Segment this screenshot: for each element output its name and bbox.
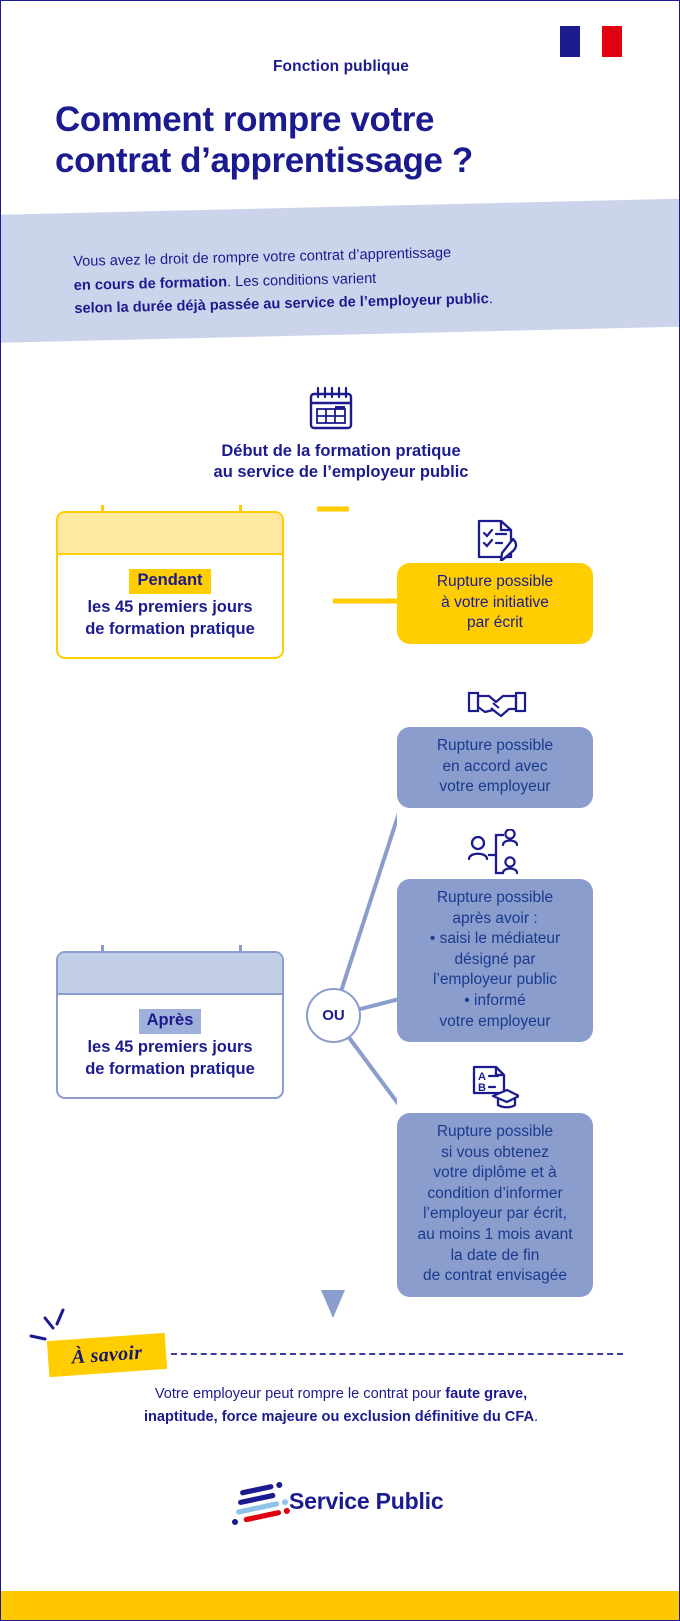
outcome-box-diplome: Rupture possible si vous obtenez votre d… [397, 1113, 593, 1297]
intro-line-2-bold: en cours de formation [73, 274, 228, 294]
outcome-line: après avoir : [452, 909, 538, 927]
outcome-line: si vous obtenez [441, 1143, 549, 1161]
outcome-box-accord: Rupture possible en accord avec votre em… [397, 727, 593, 808]
marianne-french-republic-logo [560, 26, 622, 57]
bullet-marker: • [429, 930, 440, 948]
a-savoir-divider [171, 1353, 623, 1355]
timeline-connectors [317, 506, 397, 1318]
outcome-line: en accord avec [442, 757, 548, 775]
mediator-people-icon [467, 829, 519, 875]
footer-note-bold2: inaptitude, force majeure ou exclusion d… [143, 1409, 534, 1426]
period-card-apres: Après les 45 premiers jours de formation… [56, 951, 284, 1099]
page-title-line1: Comment rompre votre [55, 100, 435, 139]
outcome-line: l’employeur par écrit, [423, 1205, 567, 1223]
junction-ou-node: OU [306, 988, 361, 1043]
period-card-pendant: Pendant les 45 premiers jours de formati… [56, 511, 284, 659]
footer-note-line1: Votre employeur peut rompre le contrat p… [61, 1383, 621, 1406]
timeline-start-title-line1: Début de la formation pratique [221, 442, 461, 460]
outcome-box-mediateur: Rupture possible après avoir : • saisi l… [397, 879, 593, 1043]
diploma-graduation-icon: A B [472, 1065, 519, 1109]
timeline-arrow-head [321, 1290, 345, 1318]
outcome-line: à votre initiative [441, 593, 549, 611]
sparkle-lines-icon [29, 1308, 65, 1341]
period-tag-apres: Après [138, 1009, 202, 1034]
bullet-text: informé [474, 992, 526, 1010]
bullet-text: saisi le médiateur [439, 930, 561, 948]
period-line1: les 45 premiers jours [87, 597, 253, 616]
outcome-bullet-cont: désigné par [454, 950, 536, 968]
document-check-pen-icon [477, 519, 518, 561]
outcome-line: votre employeur [439, 778, 551, 796]
footer-note: Votre employeur peut rompre le contrat p… [61, 1383, 621, 1430]
outcome-line: la date de fin [450, 1246, 540, 1264]
marianne-profile-icon [580, 29, 593, 54]
branch-to-outcome-2 [331, 812, 397, 1017]
outcome-line: au moins 1 mois avant [417, 1226, 573, 1244]
timeline-start-title-line2: au service de l’employeur public [213, 463, 469, 482]
outcome-bullet: • saisi le médiateur [408, 929, 582, 950]
outcome-line: Rupture possible [436, 889, 554, 906]
outcome-line: condition d’informer [427, 1184, 563, 1202]
handshake-icon [467, 691, 527, 718]
period-card-body: Après les 45 premiers jours de formation… [58, 995, 282, 1097]
a-savoir-label: À savoir [70, 1341, 144, 1368]
intro-line-3-rest: . [488, 291, 493, 308]
page-title: Comment rompre votre contrat d’apprentis… [55, 99, 655, 182]
outcome-line: Rupture possible [436, 737, 554, 754]
bullet-marker: • [464, 992, 475, 1010]
period-line1: les 45 premiers jours [87, 1037, 253, 1056]
timeline-start-title: Début de la formation pratique au servic… [91, 441, 591, 483]
bottom-yellow-band [1, 1591, 679, 1620]
footer-note-plain: Votre employeur peut rompre le contrat p… [154, 1386, 446, 1402]
outcome-line: Rupture possible [436, 573, 554, 590]
page-title-line2: contrat d’apprentissage ? [55, 141, 473, 181]
period-line2: de formation pratique [85, 1059, 255, 1078]
outcome-line: de contrat envisagée [423, 1267, 567, 1285]
footer-note-period: . [533, 1409, 539, 1426]
outcome-bullet-cont: votre employeur [439, 1012, 551, 1030]
outcome-line: Rupture possible [436, 1123, 554, 1140]
outcome-bullet: • informé [408, 991, 582, 1012]
calendar-icon [309, 386, 353, 430]
period-tag-pendant: Pendant [129, 569, 211, 594]
intro-paragraph: Vous avez le droit de rompre votre contr… [73, 238, 635, 322]
service-public-logo [232, 1481, 290, 1525]
period-card-header [58, 513, 282, 555]
svg-text:A: A [478, 1071, 486, 1083]
outcome-box-initiative: Rupture possible à votre initiative par … [397, 563, 593, 644]
svg-text:B: B [478, 1082, 486, 1094]
eyebrow-label: Fonction publique [272, 58, 409, 75]
a-savoir-badge: À savoir [46, 1332, 168, 1378]
footer-note-line2: inaptitude, force majeure ou exclusion d… [61, 1406, 621, 1429]
outcome-line: par écrit [467, 614, 523, 632]
outcome-bullet-cont: l’employeur public [432, 971, 558, 989]
outcome-line: votre diplôme et à [433, 1164, 557, 1182]
period-card-body: Pendant les 45 premiers jours de formati… [58, 555, 282, 657]
period-line2: de formation pratique [85, 619, 255, 638]
intro-line-2-rest: . Les conditions varient [226, 270, 377, 291]
service-public-wordmark: Service Public [289, 1488, 444, 1514]
footer-note-bold1: faute grave, [445, 1386, 528, 1402]
period-card-header [58, 953, 282, 995]
